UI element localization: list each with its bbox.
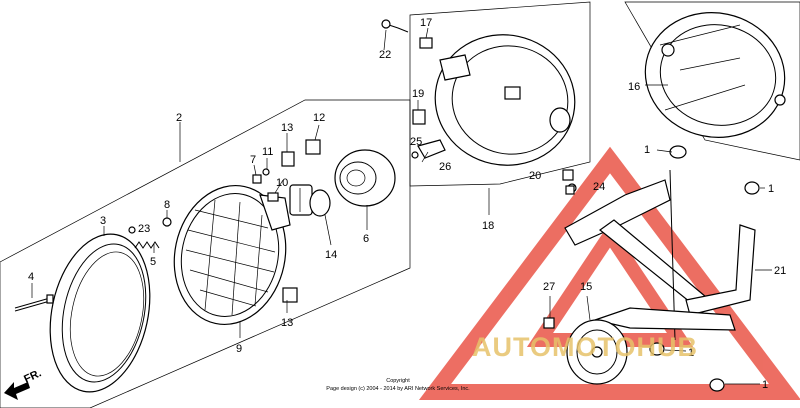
label-20: 20 [529,170,541,182]
clip-7 [252,174,262,184]
watermark-text: AUTOMOTOHUB [472,332,698,362]
socket-cover [334,149,396,207]
horn [566,319,628,385]
label-24: 24 [593,181,605,193]
copyright-title: Copyright [386,378,410,384]
bolt-27 [543,317,555,329]
label-21: 21 [774,265,786,277]
headlight-assembly-panel [0,99,411,408]
label-1-mid: 1 [768,183,774,195]
part-labels: 2 3 4 5 23 8 9 7 11 10 13 12 14 6 13 17 … [28,17,786,391]
label-1-top: 1 [644,144,650,156]
label-1-low: 1 [688,347,694,359]
headlight-bulb [289,184,331,217]
clip-11 [262,168,270,176]
label-23: 23 [138,223,150,235]
label-11: 11 [262,146,273,158]
clip-13-top [281,151,295,167]
label-2: 2 [176,112,182,124]
headlight-case [434,34,576,166]
headlight-rim [49,233,151,393]
label-16: 16 [628,81,640,93]
label-3: 3 [100,215,106,227]
washer-23 [128,226,136,234]
clip-12 [305,139,321,155]
label-13-top: 13 [281,122,293,134]
leader-lines [31,27,772,385]
front-direction-arrow [4,382,30,400]
label-14: 14 [325,249,337,261]
headlight-unit [173,184,291,326]
label-5: 5 [150,256,156,268]
clip-13-bottom [282,287,298,303]
bolt-24 [565,185,575,195]
rear-housing [644,12,786,138]
label-13-bottom: 13 [281,317,293,329]
label-26: 26 [439,161,451,173]
label-7: 7 [250,154,256,166]
label-4: 4 [28,271,34,283]
grommet-1-mid [744,181,760,195]
front-direction-label: FR. [22,367,43,385]
headlight-case-panel [409,1,591,187]
label-1-bottom: 1 [762,379,768,391]
label-6: 6 [363,233,369,245]
label-12: 12 [313,112,325,124]
grommet-1-bottom [709,378,725,392]
label-22: 22 [379,49,391,61]
label-19: 19 [412,88,424,100]
label-17: 17 [420,17,432,29]
spring-5 [134,241,160,249]
label-9: 9 [236,343,242,355]
rim-screw [14,294,54,312]
label-25: 25 [410,136,422,148]
label-8: 8 [164,199,170,211]
label-10: 10 [276,177,288,189]
headlight-bracket [564,169,756,341]
label-15: 15 [580,281,592,293]
nut-8 [162,217,172,227]
grommet-1-low [649,342,665,356]
grommet-1-top [669,145,687,159]
clip-10 [267,192,279,202]
label-18: 18 [482,220,494,232]
copyright-text: Page design (c) 2004 - 2014 by ARI Netwo… [326,386,470,392]
label-27: 27 [543,281,555,293]
